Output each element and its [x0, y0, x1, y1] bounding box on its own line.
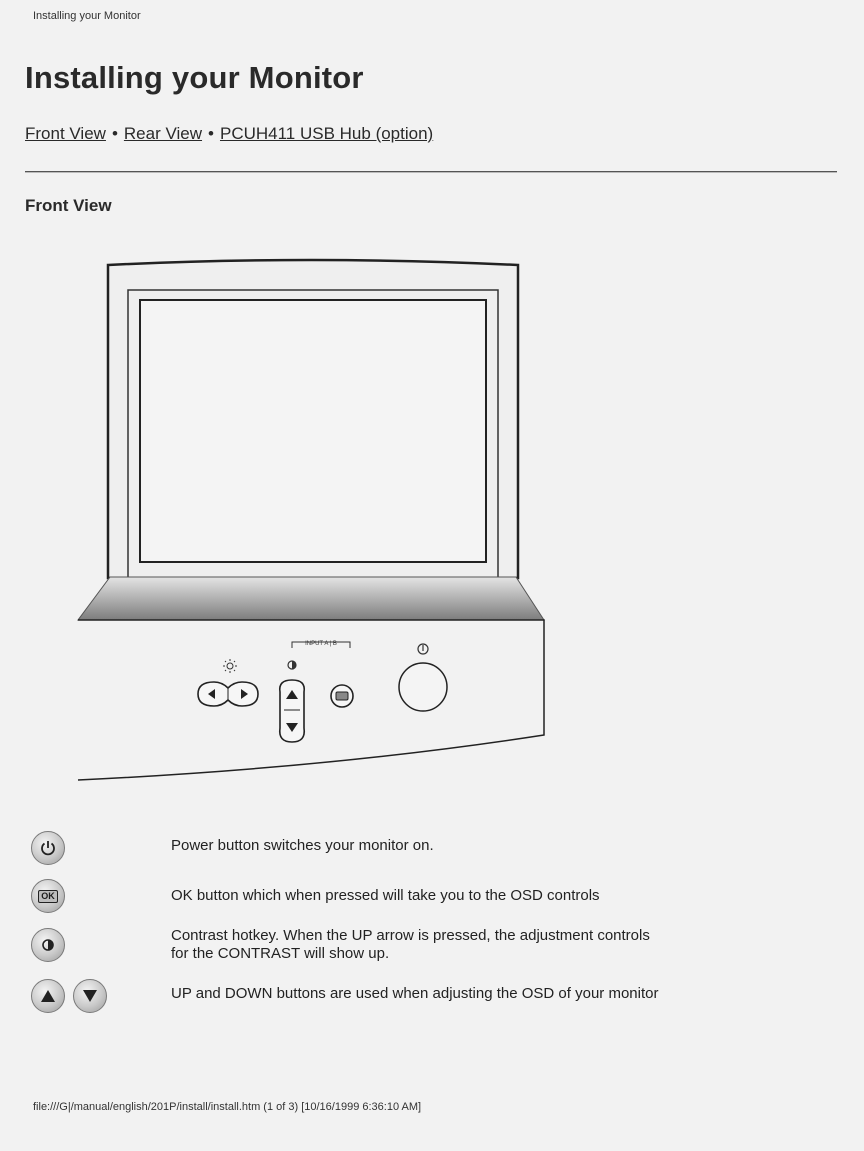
nav-separator: •	[111, 124, 118, 143]
input-select-label: INPUT A | B	[291, 641, 351, 648]
down-arrow-icon	[286, 723, 298, 732]
legend-row-contrast: Contrast hotkey. When the UP arrow is pr…	[25, 925, 825, 965]
control-panel	[77, 619, 545, 781]
left-arrow-icon	[208, 689, 215, 699]
ok-icon: OK	[31, 879, 65, 913]
legend-text-contrast: Contrast hotkey. When the UP arrow is pr…	[171, 927, 650, 963]
legend-row-power: Power button switches your monitor on.	[25, 829, 825, 869]
power-icon	[31, 831, 65, 865]
contrast-icon	[287, 660, 297, 670]
brightness-icon	[223, 659, 237, 673]
ok-button	[330, 684, 354, 708]
contrast-icon	[31, 928, 65, 962]
nav-link-usb-hub[interactable]: PCUH411 USB Hub (option)	[219, 124, 434, 143]
down-arrow-icon	[73, 979, 107, 1013]
ok-icon	[335, 691, 349, 701]
power-button	[398, 662, 448, 712]
page-footer: file:///G|/manual/english/201P/install/i…	[33, 1101, 422, 1113]
page-title: Installing your Monitor	[25, 60, 364, 95]
legend-row-ok: OK OK button which when pressed will tak…	[25, 877, 825, 917]
legend-row-up-down: UP and DOWN buttons are used when adjust…	[25, 977, 825, 1017]
nav-separator: •	[208, 124, 214, 143]
legend-text-up-down: UP and DOWN buttons are used when adjust…	[171, 985, 659, 1002]
section-heading-front-view: Front View	[25, 196, 112, 215]
horizontal-rule	[25, 171, 837, 173]
section-nav: Front View • Rear View • PCUH411 USB Hub (op…	[25, 124, 433, 144]
nav-link-rear-view[interactable]: Rear View	[123, 124, 203, 143]
up-arrow-icon	[286, 690, 298, 699]
monitor-front-illustration: INPUT A | B	[70, 250, 560, 790]
right-arrow-icon	[241, 689, 248, 699]
monitor-screen	[139, 299, 487, 563]
legend-text-contrast-line2: for the CONTRAST will show up.	[171, 945, 390, 962]
running-header: Installing your Monitor	[33, 10, 141, 22]
power-icon	[417, 643, 429, 655]
up-arrow-icon	[31, 979, 65, 1013]
legend-text-contrast-line1: Contrast hotkey. When the UP arrow is pr…	[171, 927, 650, 944]
monitor-base-top	[77, 576, 545, 621]
input-ab-label: INPUT A | B	[305, 641, 337, 647]
legend-text-ok: OK button which when pressed will take y…	[171, 887, 600, 904]
ok-icon-label: OK	[38, 889, 58, 903]
left-right-button	[197, 681, 259, 707]
nav-link-front-view[interactable]: Front View	[25, 124, 106, 143]
legend-text-power: Power button switches your monitor on.	[171, 837, 434, 854]
up-down-button	[278, 679, 306, 743]
